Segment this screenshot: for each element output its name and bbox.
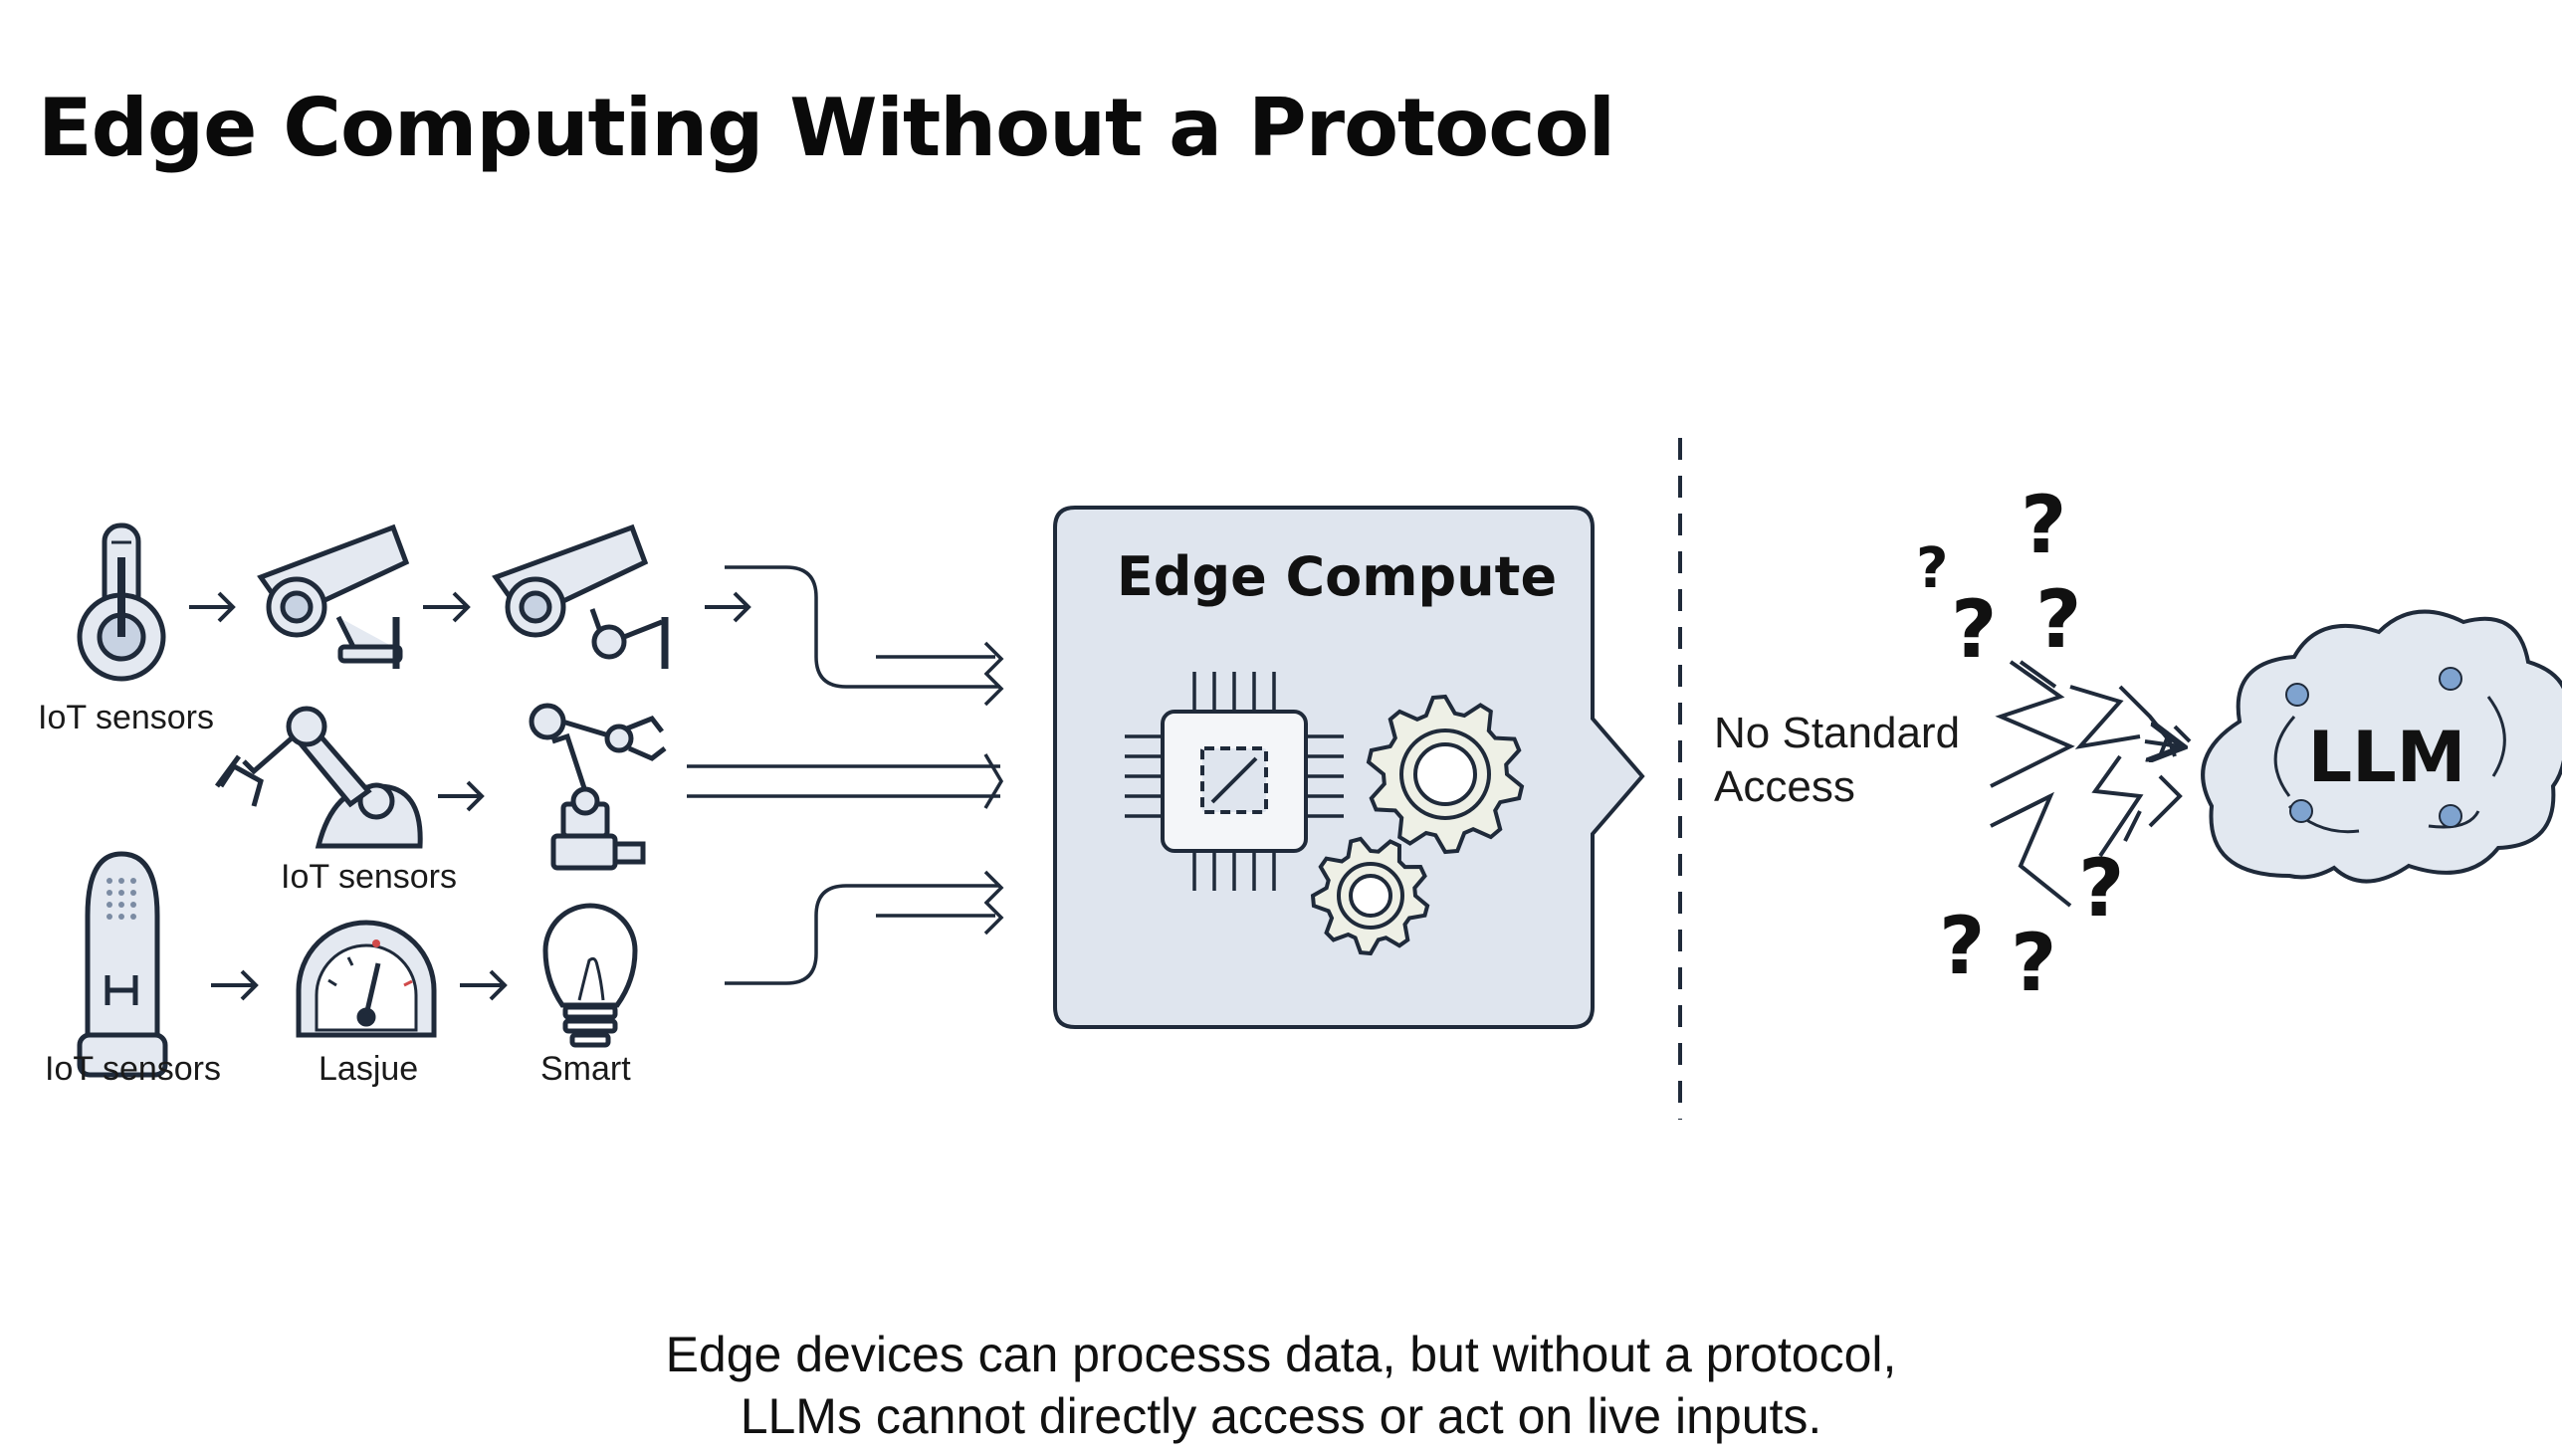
device-label: Lasjue [319,1050,419,1088]
gauge-icon [296,920,437,1038]
edge-compute-box [1053,506,1645,1029]
edge-compute-title: Edge Compute [1117,545,1557,608]
robotic-arm-icon [529,703,667,871]
caption-line1: Edge devices can processs data, but with… [665,1327,1897,1382]
device-label: IoT sensors [281,858,458,896]
gear-icon [1366,694,1525,855]
arrow [438,780,485,812]
cpu-chip-icon [1125,672,1344,891]
device-label: IoT sensors [45,1050,222,1088]
page-title: Edge Computing Without a Protocol [38,82,1615,174]
caption-line2: LLMs cannot directly access or act on li… [740,1388,1822,1444]
device-label: Smart [540,1050,631,1088]
question-mark: ? [2011,917,2056,1009]
flow-connectors [687,565,1004,985]
no-standard-access-line1: No Standard [1714,709,1961,757]
no-standard-access-label: No Standard Access [1714,707,1960,814]
thermometer-icon [77,522,166,682]
question-mark: ? [2021,479,2066,571]
question-mark: ? [1951,583,1997,676]
device-label: IoT sensors [38,699,215,736]
question-mark: ? [2035,573,2081,666]
arrow [211,969,259,1001]
question-mark: ? [2078,842,2124,935]
arrow [705,591,751,623]
arrow [460,969,508,1001]
gear-icon [1310,836,1430,956]
question-marks: ? ? ? ? ? ? ? [1916,479,2124,1009]
arrow [423,591,471,623]
arrow [189,591,236,623]
security-camera-icon [492,523,669,669]
robotic-arm-icon [214,706,423,849]
cloud-icon [2201,609,2562,884]
security-camera-icon [257,523,410,669]
caption: Edge devices can processs data, but with… [0,1324,2562,1447]
light-bulb-icon [542,903,638,1048]
broken-connection-icon [1990,660,2192,908]
question-mark: ? [1916,536,1948,601]
smart-bulb-device-icon [77,851,168,1078]
llm-label: LLM [2308,717,2466,798]
question-mark: ? [1939,900,1985,992]
no-standard-access-line2: Access [1714,762,1855,811]
